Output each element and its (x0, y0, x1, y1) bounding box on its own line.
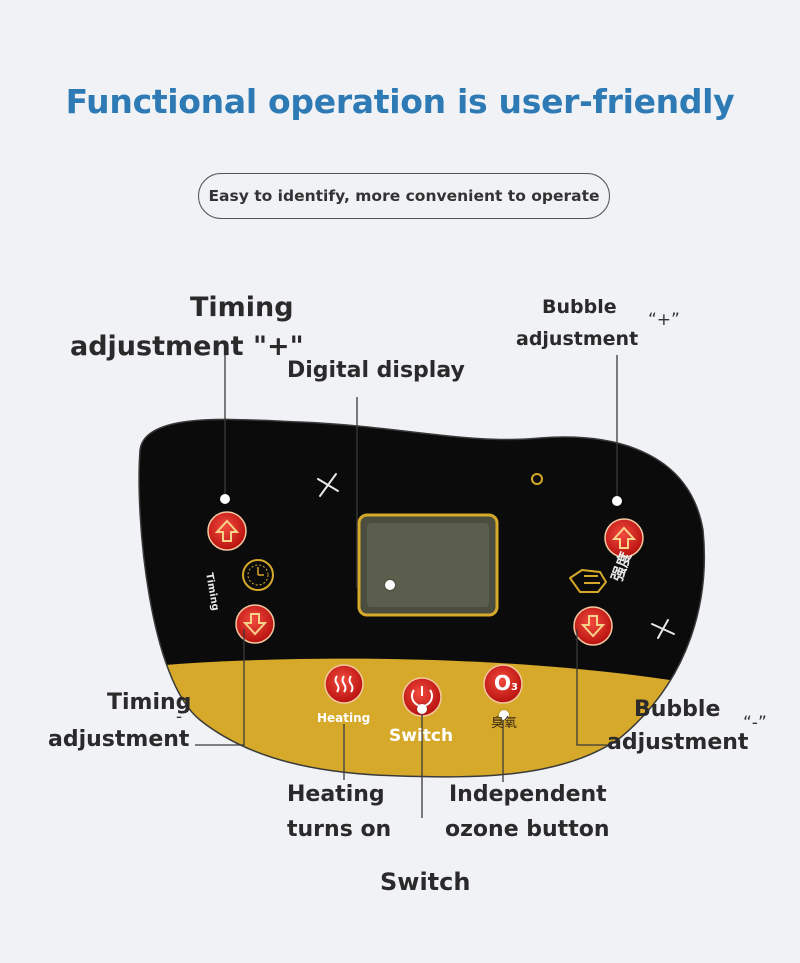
ozone-button[interactable] (483, 664, 523, 704)
indicator-light-icon (531, 473, 543, 485)
subtitle-pill: Easy to identify, more convenient to ope… (198, 173, 610, 219)
heating-callout-line2: turns on (287, 817, 392, 842)
timing-plus-callout-line1: Timing (190, 292, 294, 323)
arrow-down-icon (242, 613, 268, 636)
timing-plus-callout-line2: adjustment "+" (70, 331, 304, 362)
digital-display-callout: Digital display (287, 358, 465, 383)
panel-heating-label: Heating (317, 711, 371, 725)
switch-callout: Switch (380, 868, 471, 896)
bubble-minus-mark: “-” (743, 713, 767, 733)
timing-minus-callout-line2: adjustment (48, 727, 190, 752)
bubble-minus-callout-line1: Bubble (634, 697, 721, 722)
panel-ozone-label: 臭氧 (491, 716, 518, 731)
bubble-plus-callout-line2: adjustment (516, 328, 639, 350)
ozone-callout-line2: ozone button (445, 817, 610, 842)
page-title: Functional operation is user-friendly (65, 82, 735, 121)
timing-minus-button[interactable] (235, 604, 275, 644)
sparkle-icon (651, 619, 675, 639)
callout-dot (385, 580, 395, 590)
ozone-subscript: 3 (511, 682, 518, 693)
heat-waves-icon (334, 675, 354, 693)
sparkle-icon (317, 473, 339, 497)
heating-button[interactable] (324, 664, 364, 704)
bubble-plus-mark: “+” (648, 310, 680, 330)
arrow-up-icon (611, 526, 637, 549)
ozone-icon: O3 (494, 671, 518, 695)
callout-dot (499, 710, 509, 720)
subtitle-text: Easy to identify, more convenient to ope… (208, 187, 600, 205)
bubble-minus-callout-line2: adjustment (607, 730, 749, 755)
hand-icon (569, 569, 607, 593)
arrow-up-icon (214, 519, 240, 542)
bubble-plus-callout-line1: Bubble (542, 296, 617, 318)
callout-dot (417, 704, 427, 714)
heating-callout-line1: Heating (287, 782, 385, 807)
timing-minus-callout-line1: Timing (107, 690, 192, 715)
arrow-down-icon (580, 615, 606, 638)
timing-plus-button[interactable] (207, 511, 247, 551)
callout-dot (220, 494, 230, 504)
timing-minus-mark: - (176, 707, 183, 727)
panel-switch-label: Switch (389, 726, 454, 746)
ozone-symbol: O (494, 671, 512, 695)
clock-icon (242, 559, 274, 591)
bubble-minus-button[interactable] (573, 606, 613, 646)
callout-lines (195, 355, 618, 818)
callout-dot (612, 496, 622, 506)
ozone-callout-line1: Independent (449, 782, 607, 807)
bubble-plus-button[interactable] (604, 518, 644, 558)
